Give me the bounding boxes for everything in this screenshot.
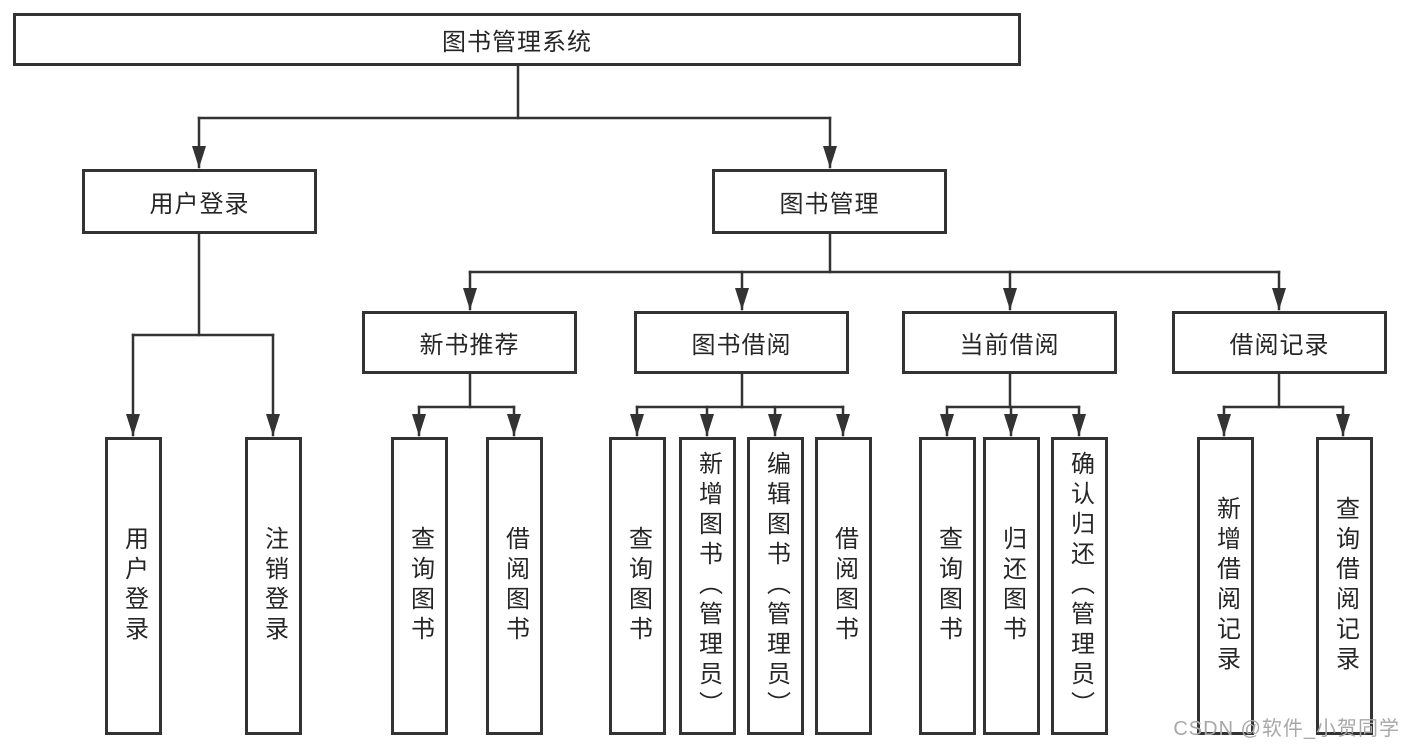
- leaf-logout: 注销登录: [245, 437, 302, 735]
- leaf-add-borrow-record: 新增借阅记录: [1197, 437, 1254, 735]
- leaf-borrow-book-recommend: 借阅图书: [486, 437, 543, 735]
- node-root: 图书管理系统: [13, 13, 1021, 66]
- node-book-borrow: 图书借阅: [634, 311, 849, 374]
- watermark-text: CSDN @软件_小贺同学: [1173, 718, 1400, 740]
- leaf-add-book-admin: 新增图书（管理员）: [679, 437, 736, 735]
- connector-management-to-level3: [463, 232, 1286, 311]
- connector-root-to-level2: [192, 64, 837, 169]
- node-current-borrow: 当前借阅: [902, 311, 1117, 374]
- node-user-login: 用户登录: [82, 169, 317, 234]
- connector-records-to-leaves: [1217, 372, 1350, 437]
- connector-borrow-to-leaves: [630, 372, 850, 437]
- leaf-edit-book-admin: 编辑图书（管理员）: [747, 437, 804, 735]
- leaf-confirm-return-admin: 确认归还（管理员）: [1051, 437, 1108, 735]
- node-borrow-records: 借阅记录: [1172, 311, 1387, 374]
- leaf-query-book-borrow: 查询图书: [609, 437, 666, 735]
- leaf-borrow-book: 借阅图书: [815, 437, 872, 735]
- node-book-management: 图书管理: [712, 169, 947, 234]
- leaf-return-book: 归还图书: [983, 437, 1040, 735]
- leaf-query-book-recommend: 查询图书: [391, 437, 448, 735]
- leaf-query-book-current: 查询图书: [919, 437, 976, 735]
- connector-current-to-leaves: [940, 372, 1086, 437]
- connector-recommend-to-leaves: [412, 372, 521, 437]
- node-new-book-recommend: 新书推荐: [362, 311, 577, 374]
- leaf-query-borrow-record: 查询借阅记录: [1316, 437, 1373, 735]
- connector-login-to-leaves: [126, 232, 280, 437]
- leaf-user-login: 用户登录: [105, 437, 162, 735]
